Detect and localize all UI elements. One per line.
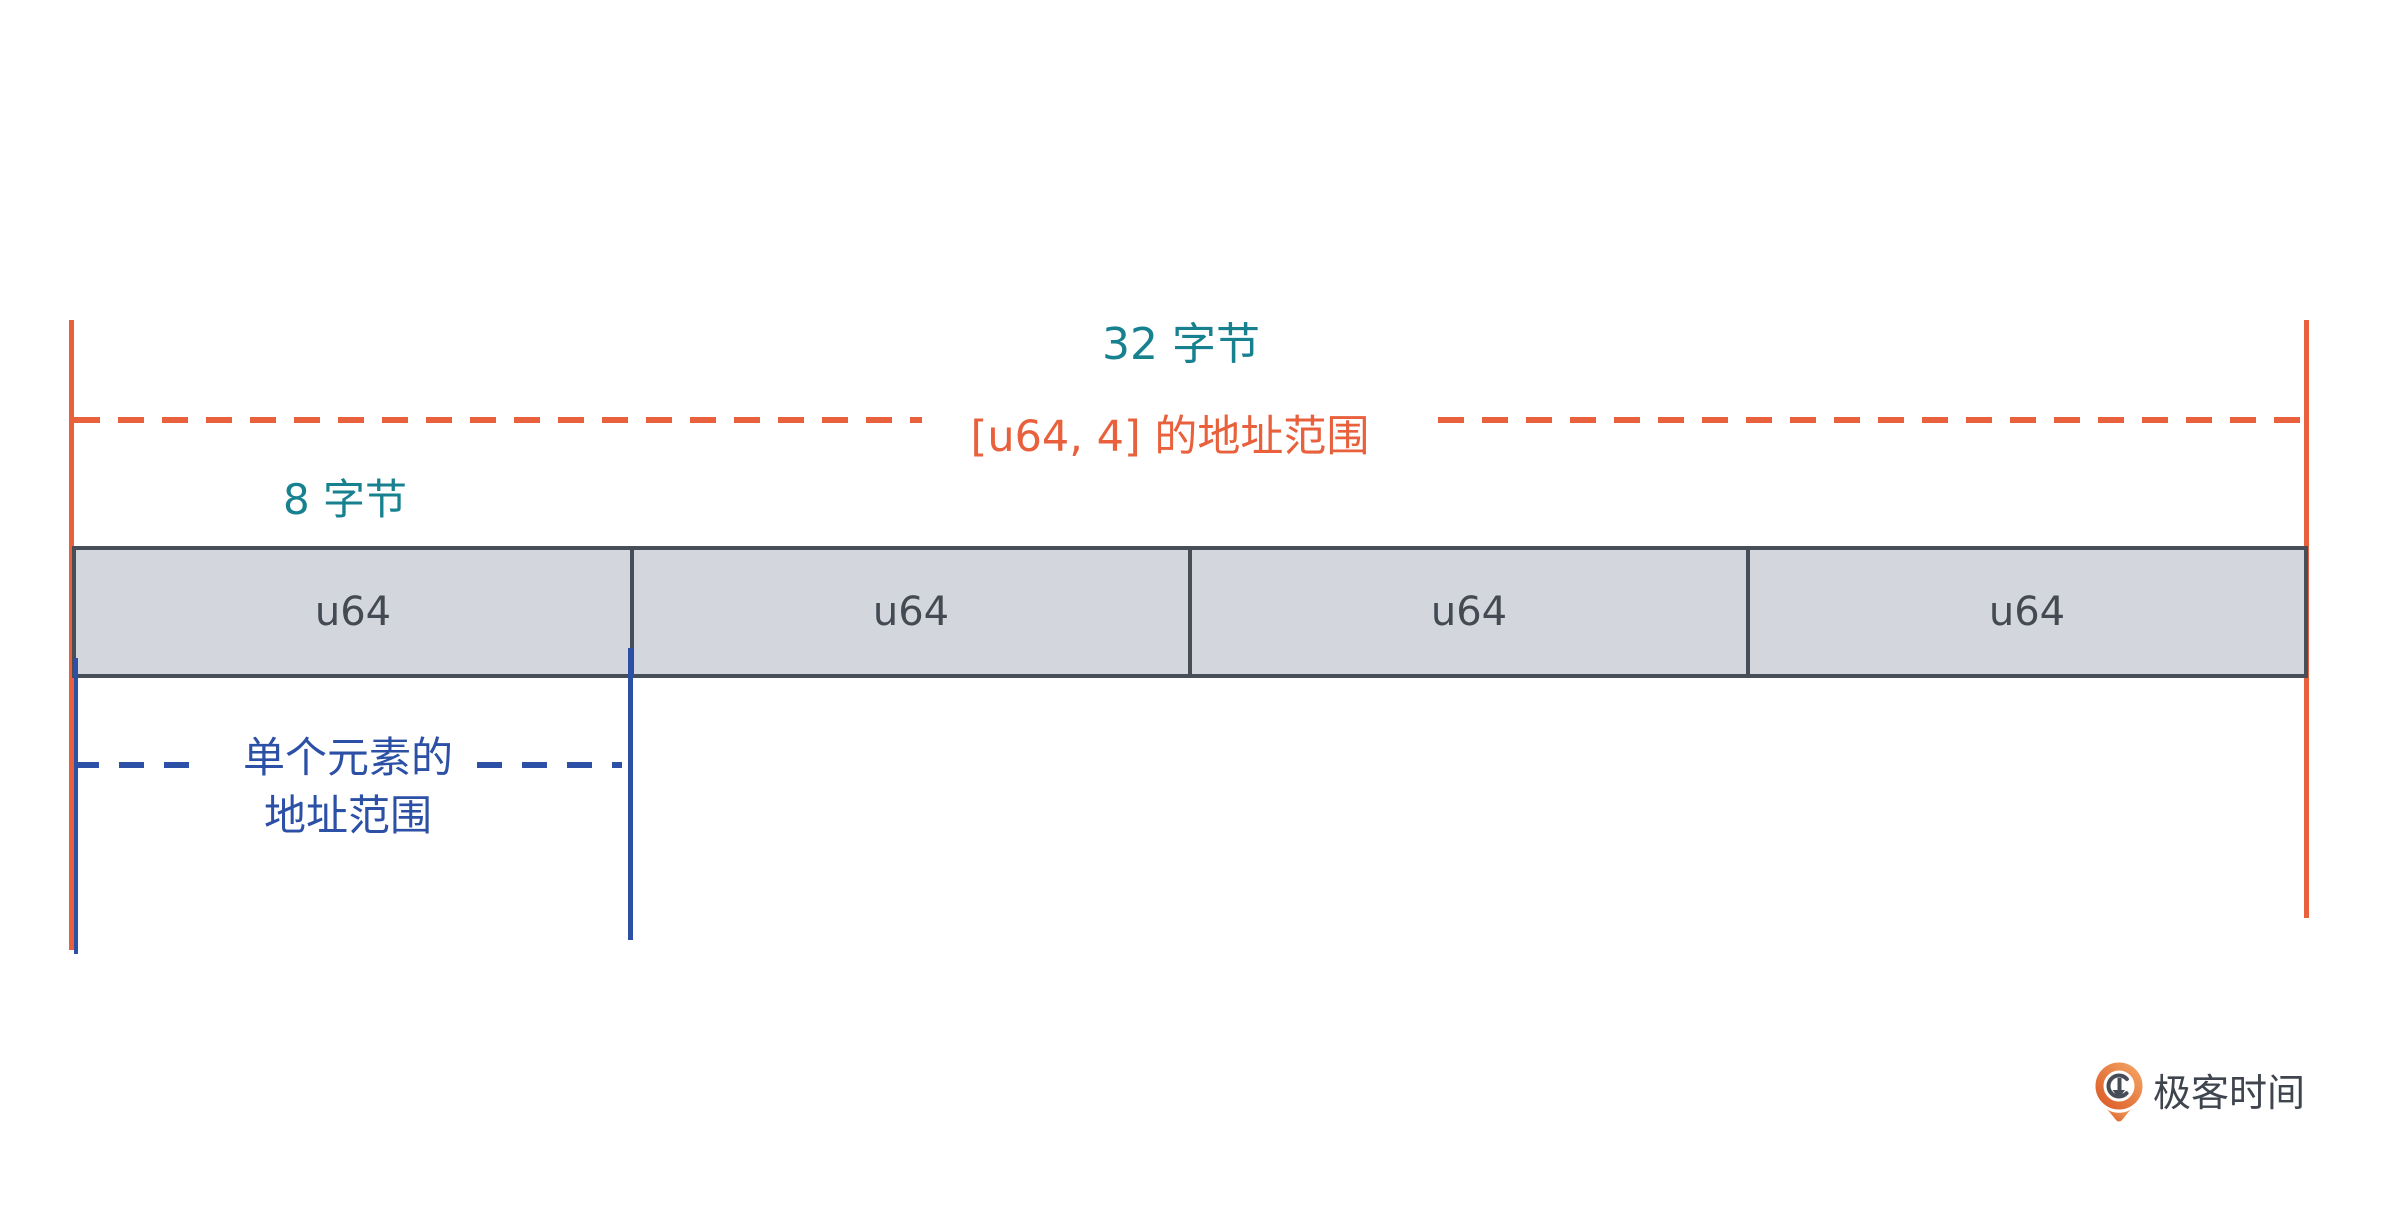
array-size-label: 32 字节 bbox=[1102, 319, 1260, 370]
array-address-range-label: [u64, 4] 的地址范围 bbox=[970, 412, 1370, 462]
element-size-label: 8 字节 bbox=[282, 475, 408, 524]
array-range-dashed-line-right bbox=[1438, 417, 2304, 423]
element-range-right-tick bbox=[628, 648, 633, 940]
memory-cell: u64 bbox=[630, 550, 1188, 674]
memory-cell: u64 bbox=[1188, 550, 1746, 674]
memory-cell-label: u64 bbox=[1430, 589, 1508, 635]
memory-cell-row: u64 u64 u64 u64 bbox=[72, 546, 2308, 678]
geektime-pin-clock-icon bbox=[2095, 1062, 2143, 1122]
memory-cell-label: u64 bbox=[872, 589, 950, 635]
memory-cell-label: u64 bbox=[314, 589, 392, 635]
element-address-range-label-line1: 单个元素的 bbox=[242, 733, 453, 782]
array-range-left-tick bbox=[69, 320, 74, 950]
geektime-logo: 极客时间 bbox=[2093, 1060, 2305, 1124]
element-range-dashed-line-right bbox=[477, 762, 622, 768]
element-range-left-tick bbox=[74, 658, 78, 954]
memory-cell: u64 bbox=[76, 550, 630, 674]
element-address-range-label-line2: 地址范围 bbox=[263, 791, 432, 840]
element-range-dashed-line-left bbox=[74, 762, 205, 768]
geektime-logo-text: 极客时间 bbox=[2153, 1070, 2306, 1115]
array-range-dashed-line-left bbox=[74, 417, 922, 423]
memory-cell-label: u64 bbox=[1988, 589, 2066, 635]
memory-cell: u64 bbox=[1746, 550, 2304, 674]
